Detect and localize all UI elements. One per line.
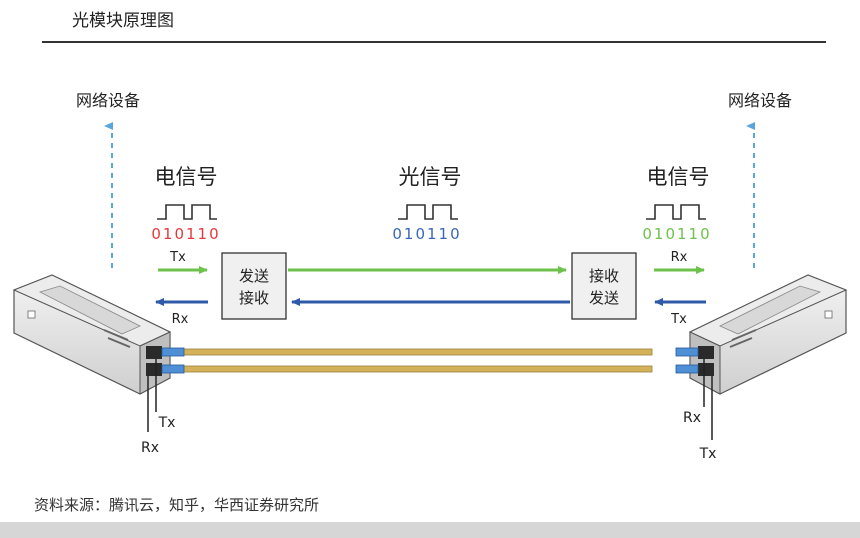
left-tx-label: Tx (169, 250, 186, 265)
right-optical-module (675, 274, 848, 395)
title-divider (42, 41, 826, 43)
left-port-rx-label: Rx (141, 440, 159, 456)
left-optical-module (12, 274, 185, 395)
right-port-callouts (703, 359, 713, 440)
right-box-line2: 发送 (589, 289, 619, 307)
bit-string-right: 010110 (642, 225, 711, 243)
left-transceiver-box (221, 252, 287, 320)
right-rx-label: Rx (671, 250, 688, 265)
left-port-callouts (147, 359, 157, 432)
electric-signal-label-left: 电信号 (155, 165, 218, 189)
network-device-label-right: 网络设备 (728, 91, 792, 110)
right-port-rx-label: Rx (683, 410, 701, 426)
right-port-tx-label: Tx (699, 446, 717, 462)
optical-signal-label: 光信号 (399, 165, 462, 189)
left-box-line1: 发送 (239, 267, 269, 285)
fiber-cables (179, 348, 653, 373)
pulse-waveform-middle (398, 204, 458, 220)
left-port-tx-label: Tx (158, 415, 176, 431)
bit-string-middle: 010110 (392, 225, 461, 243)
left-rx-label: Rx (172, 312, 189, 327)
right-tx-label: Tx (670, 312, 687, 327)
right-transceiver-box (571, 252, 637, 320)
source-note: 资料来源：腾讯云，知乎，华西证券研究所 (34, 496, 320, 514)
right-box-line1: 接收 (589, 267, 619, 285)
network-device-label-left: 网络设备 (76, 91, 140, 110)
electric-signal-label-right: 电信号 (647, 165, 710, 189)
left-box-line2: 接收 (239, 289, 269, 307)
pulse-waveform-right (646, 204, 706, 220)
bottom-band (0, 522, 860, 538)
page-title: 光模块原理图 (72, 11, 174, 31)
bit-string-left: 010110 (151, 225, 220, 243)
pulse-waveform-left (157, 204, 217, 220)
